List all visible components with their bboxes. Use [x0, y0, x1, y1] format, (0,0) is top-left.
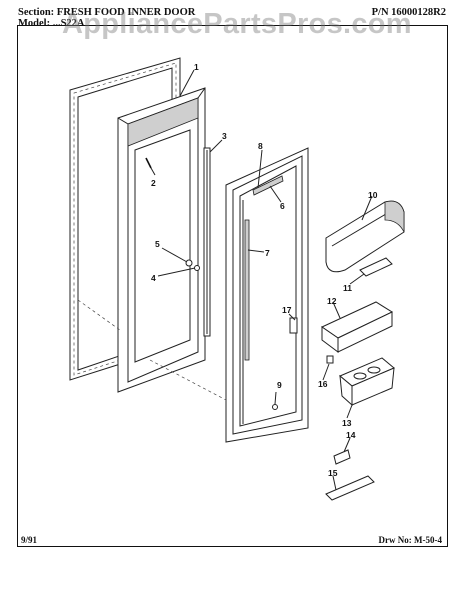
part-9-screw [272, 391, 278, 410]
callout-14: 14 [346, 430, 356, 440]
part-11-dairy-bin [359, 257, 393, 277]
callout-15: 15 [328, 468, 338, 478]
section-title: Section: FRESH FOOD INNER DOOR [18, 7, 196, 18]
callout-3: 3 [222, 131, 227, 141]
callout-4: 4 [151, 273, 156, 283]
part-12-door-shelf [320, 301, 394, 353]
leader-lines [179, 69, 373, 491]
callout-10: 10 [368, 190, 378, 200]
callout-9: 9 [277, 380, 282, 390]
part-15-bar [325, 475, 375, 501]
callout-17: 17 [282, 305, 292, 315]
inner-door-liner [117, 87, 206, 393]
callout-5: 5 [155, 239, 160, 249]
callout-2: 2 [151, 178, 156, 188]
callout-13: 13 [342, 418, 352, 428]
part-6-strip [252, 175, 284, 196]
part-2-clip [145, 157, 156, 176]
drawing-number: Drw No: M-50-4 [378, 535, 442, 545]
parts-4-5-screws [157, 247, 200, 277]
model-label: Model: ...S22A [18, 18, 85, 29]
part-16-bracket [326, 355, 334, 364]
callout-7: 7 [265, 248, 270, 258]
part-7-strip [244, 219, 250, 361]
callout-6: 6 [280, 201, 285, 211]
outer-door-panel [225, 147, 309, 443]
callout-8: 8 [258, 141, 263, 151]
callout-16: 16 [318, 379, 328, 389]
part-3-trim-strip [203, 147, 211, 337]
part-14-clip [333, 449, 351, 465]
assembly-guide-lines [77, 299, 227, 401]
callout-12: 12 [327, 296, 337, 306]
part-13-bin [339, 357, 395, 407]
callout-1: 1 [194, 62, 199, 72]
watermark-logo: AppliancePartsPros.com [62, 8, 412, 40]
part-10-dairy-door [325, 200, 405, 273]
part-17-latch [288, 313, 298, 334]
revision-date: 9/91 [21, 535, 38, 545]
callout-11: 11 [343, 283, 352, 293]
diagram-frame [17, 25, 448, 547]
part-number: P/N 16000128R2 [371, 7, 446, 18]
